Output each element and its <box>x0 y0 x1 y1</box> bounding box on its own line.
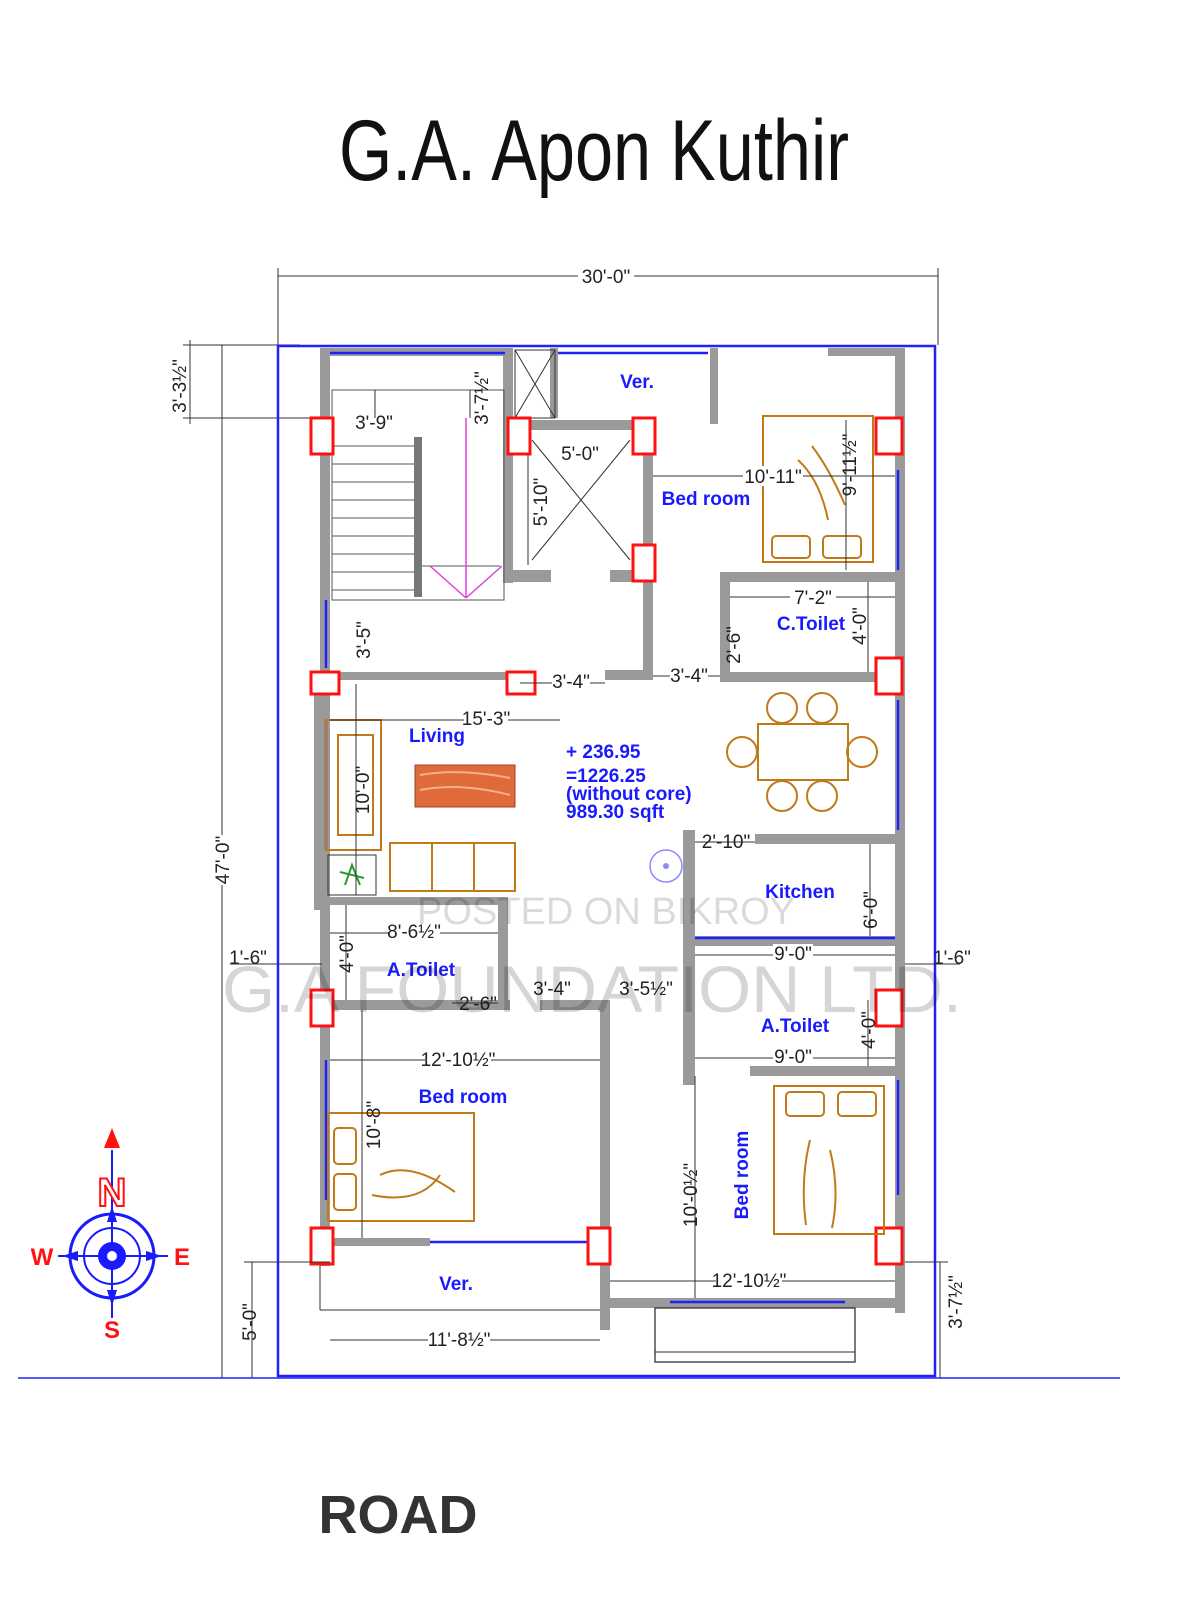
compass-n: N <box>98 1171 127 1215</box>
stair-landing-label: 3'-7½" <box>472 371 493 425</box>
dim-bed-ne-width: 10'-11" <box>744 467 802 488</box>
overall-width-dimension: 30'-0" <box>277 264 939 345</box>
dim-corridor-2: 3'-5½" <box>619 979 673 1000</box>
bed-ne <box>762 415 874 563</box>
area-note-4: 989.30 sqft <box>566 802 665 823</box>
room-label-a-toilet-w: A.Toilet <box>387 960 456 981</box>
dim-bed-sw-depth: 10'-8" <box>364 1101 385 1149</box>
room-label-bedroom-se: Bed room <box>732 1131 753 1220</box>
dim-kitchen-depth: 6'-0" <box>861 891 882 929</box>
dim-c-toilet-depth: 4'-0" <box>850 607 871 645</box>
dim-passage-2: 3'-4" <box>670 666 708 687</box>
room-label-kitchen: Kitchen <box>765 882 835 903</box>
dim-a-toilet-e-width2: 9'-0" <box>774 1047 812 1068</box>
dim-bed-se-depth: 10'-0½" <box>681 1163 702 1227</box>
room-label-bedroom-ne: Bed room <box>662 489 751 510</box>
dim-corridor-1: 3'-4" <box>533 979 571 1000</box>
lift-depth-label: 5'-10" <box>531 478 552 526</box>
dim-passage-1: 3'-4" <box>552 672 590 693</box>
columns <box>309 416 904 1266</box>
bed-se <box>773 1085 885 1235</box>
dining-table <box>726 692 878 812</box>
plan-title: G.A. Apon Kuthir <box>339 103 849 199</box>
watermark-posted: POSTED ON BIKROY <box>417 891 795 933</box>
dim-a-toilet-e-width: 9'-0" <box>774 944 812 965</box>
area-note-3: (without core) <box>566 784 692 805</box>
overall-width-label: 30'-0" <box>582 267 630 288</box>
dim-a-toilet-w-width: 8'-6½" <box>387 922 441 943</box>
lift-width-label: 5'-0" <box>561 444 599 465</box>
compass-rose <box>58 1128 168 1318</box>
compass-e: E <box>174 1244 190 1271</box>
dim-bed-sw-width: 12'-10½" <box>421 1050 496 1071</box>
area-note-2: =1226.25 <box>566 766 646 787</box>
room-label-ver-top: Ver. <box>620 372 654 393</box>
dim-living-width: 15'-3" <box>462 709 510 730</box>
plot-boundary <box>276 344 937 1378</box>
dim-bed-se-width: 12'-10½" <box>712 1271 787 1292</box>
dim-side-left: 1'-6" <box>229 948 267 969</box>
dim-kitchen-door: 2'-10" <box>702 832 750 853</box>
dim-balcony-depth: 3'-7½" <box>946 1275 967 1329</box>
dim-front-margin: 5'-0" <box>240 1303 261 1341</box>
bed-sw <box>327 1112 475 1222</box>
room-label-c-toilet: C.Toilet <box>777 614 846 635</box>
compass-s: S <box>104 1317 120 1344</box>
staircase <box>331 389 505 601</box>
top-margin-dimension: 3'-3½" <box>170 340 310 424</box>
dim-a-toilet-e-depth: 4'-0" <box>859 1011 880 1049</box>
front-balcony <box>654 1307 856 1363</box>
compass-w: W <box>31 1244 54 1271</box>
dim-c-toilet-door: 2'-6" <box>724 626 745 664</box>
road-label: ROAD <box>319 1485 478 1545</box>
watermark-company: G.A FOUNDATION LTD. <box>222 952 962 1026</box>
overall-depth-dimension: 47'-0" <box>210 344 300 1379</box>
kitchen-sink <box>649 849 683 883</box>
internal-dimensions: 10'-11" 9'-11½" 7'-2" 4'-0" 2'-6" 3'-4" … <box>229 420 971 1378</box>
room-label-a-toilet-e: A.Toilet <box>761 1016 830 1037</box>
dim-living-depth: 10'-0" <box>353 766 374 814</box>
lift-shaft <box>514 349 631 565</box>
walls <box>314 348 905 1330</box>
dim-side-right: 1'-6" <box>933 948 971 969</box>
room-label-bedroom-sw: Bed room <box>419 1087 508 1108</box>
room-label-ver-bottom: Ver. <box>439 1274 473 1295</box>
overall-depth-label: 47'-0" <box>213 836 234 884</box>
dim-c-toilet-width: 7'-2" <box>794 588 832 609</box>
top-margin-label: 3'-3½" <box>170 359 191 413</box>
dim-ver-bottom-width: 11'-8½" <box>428 1330 491 1351</box>
area-note-1: + 236.95 <box>566 742 641 763</box>
dim-a-toilet-w-door: 2'-6" <box>459 994 497 1015</box>
windows <box>324 351 900 1304</box>
dim-a-toilet-w-depth: 4'-0" <box>337 935 358 973</box>
stair-gap-label: 3'-5" <box>354 621 375 659</box>
dim-bed-ne-depth: 9'-11½" <box>840 434 861 497</box>
stair-width-label: 3'-9" <box>355 413 393 434</box>
room-label-living: Living <box>409 726 465 747</box>
